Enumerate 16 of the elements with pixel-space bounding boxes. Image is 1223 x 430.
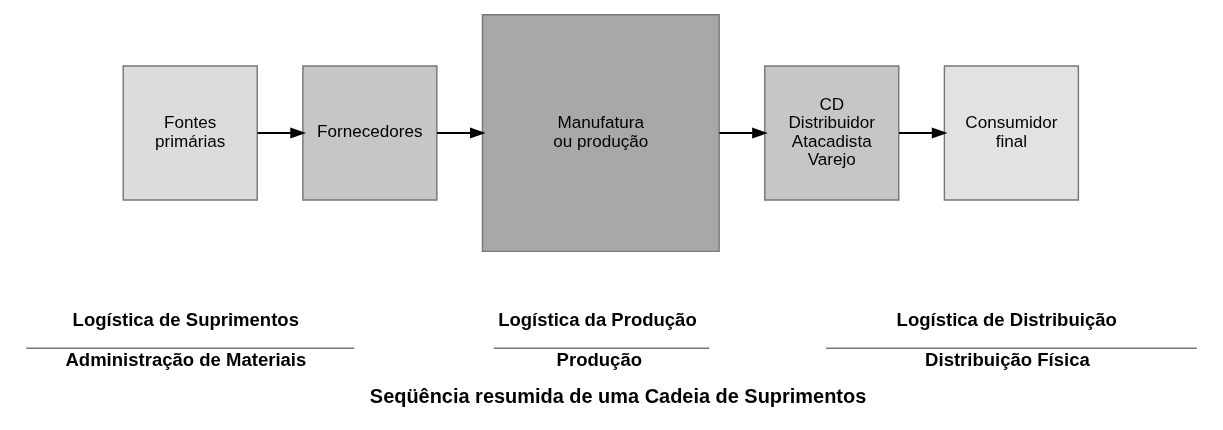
node-box: Consumidor final: [943, 65, 1080, 201]
arrow: [899, 127, 948, 139]
arrow: [437, 127, 486, 139]
arrow: [257, 127, 306, 139]
caption: Seqüência resumida de uma Cadeia de Suprimentos: [369, 384, 867, 407]
label: Produção: [556, 348, 643, 370]
label: Distribuição Física: [925, 348, 1090, 370]
node-box: Fontes primárias: [122, 65, 258, 201]
arrow: [719, 127, 768, 139]
label: Administração de Materiais: [65, 348, 307, 370]
node-box: CD Distribuidor Atacadista Varejo: [764, 65, 900, 201]
label: Logística de Suprimentos: [72, 309, 299, 331]
node-box: Fornecedores: [302, 65, 438, 201]
node-box: Manufatura ou produção: [481, 14, 720, 253]
label: Logística da Produção: [498, 309, 697, 331]
label: Logística de Distribuição: [896, 309, 1117, 331]
